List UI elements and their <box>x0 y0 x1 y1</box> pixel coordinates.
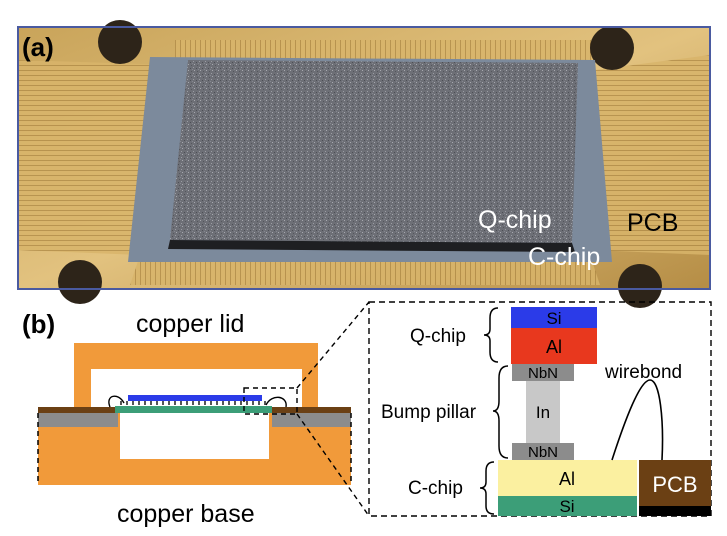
photo-q-chip-label: Q-chip <box>478 206 552 234</box>
photo-c-chip-label: C-chip <box>528 243 600 271</box>
mounting-hole-top-left <box>98 20 142 64</box>
pcb-block <box>639 460 711 506</box>
copper-lid <box>74 343 318 412</box>
q-chip-brace <box>483 307 499 363</box>
detail-wirebond-label: wirebond <box>604 362 682 383</box>
wirebond-left <box>108 395 125 408</box>
layer-nbn-top <box>512 364 574 381</box>
panel-a-photo <box>17 20 711 308</box>
layer-si-bottom-label: Si <box>559 497 574 516</box>
layer-al-top <box>511 328 597 364</box>
layer-si-top-label: Si <box>546 309 561 328</box>
zoom-line-bottom <box>296 413 370 517</box>
pcb-block-label: PCB <box>652 472 697 497</box>
zoom-line-top <box>296 301 370 389</box>
package-cross-section <box>37 301 370 517</box>
photo-pcb-label: PCB <box>627 209 678 237</box>
detail-q-chip-label: Q-chip <box>410 326 466 347</box>
q-chip-photo <box>170 60 578 243</box>
q-chip-edge <box>168 240 575 252</box>
layer-al-bottom-label: Al <box>559 469 575 489</box>
wirebond-right <box>265 396 287 408</box>
photo-frame <box>17 26 711 290</box>
detail-c-chip-label: C-chip <box>408 478 463 499</box>
right-wirebond-fan <box>590 55 710 255</box>
zoom-region <box>243 387 298 415</box>
layer-indium-label: In <box>536 403 550 422</box>
bump-pillar-brace <box>492 365 509 459</box>
layer-indium <box>526 381 560 443</box>
layer-al-bottom <box>498 460 637 496</box>
detail-stack <box>479 307 711 516</box>
mounting-hole-bottom-right <box>618 264 662 308</box>
c-chip-brace <box>479 461 495 515</box>
wirebond-loop <box>611 379 664 461</box>
layer-si-top <box>511 307 597 328</box>
base-cavity <box>120 413 269 459</box>
q-chip-substrate <box>128 395 262 401</box>
copper-base-label: copper base <box>117 500 255 528</box>
pcb-layer-right <box>272 413 351 427</box>
detail-box <box>368 301 712 517</box>
pcb-strip-right <box>272 407 351 413</box>
pcb-block-base <box>639 506 711 516</box>
pcb-layer-left <box>38 413 118 427</box>
copper-lid-label: copper lid <box>136 310 244 338</box>
panel-b-label: (b) <box>22 309 55 339</box>
layer-nbn-bottom <box>512 443 574 460</box>
mounting-hole-top-right <box>590 26 634 70</box>
layer-nbn-bottom-label: NbN <box>528 444 558 461</box>
panel-a-label: (a) <box>22 32 54 62</box>
detail-bump-pillar-label: Bump pillar <box>381 402 477 423</box>
layer-al-top-label: Al <box>546 337 562 357</box>
layer-si-bottom <box>498 496 637 516</box>
c-chip-substrate <box>115 406 272 413</box>
pcb-strip-left <box>38 407 118 413</box>
mounting-hole-bottom-left <box>58 260 102 304</box>
bottom-wirebond-fan <box>130 255 600 285</box>
layer-nbn-top-label: NbN <box>528 365 558 382</box>
